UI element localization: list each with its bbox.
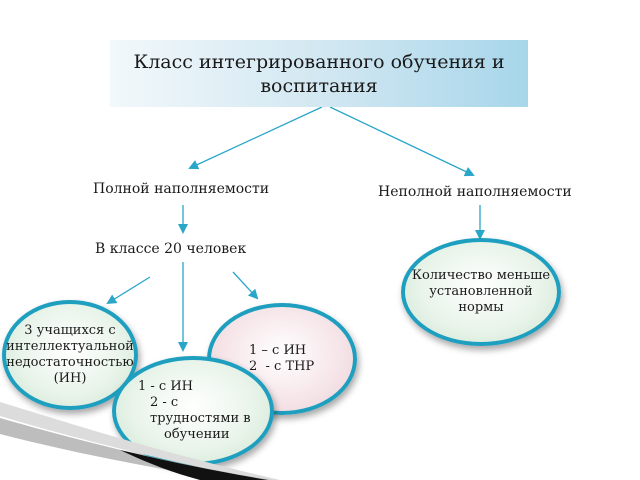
node-intellectual-line-3: недостаточностью (6, 355, 134, 370)
branch-label-partial: Неполной наполняемости (378, 184, 572, 200)
node-in-thr-line-1: 1 – с ИН (249, 343, 307, 358)
branch-label-full: Полной наполняемости (93, 181, 270, 197)
diagram-title: Класс интегрированного обучения и воспит… (133, 50, 505, 97)
node-intellectual-line-4: (ИН) (53, 371, 87, 386)
class-size-label: В классе 20 человек (95, 241, 247, 257)
node-fewer-than-norm: Количество меньше установленной нормы (401, 238, 561, 346)
connector-class-to-intellectual (106, 276, 151, 305)
node-fewer-line-3: нормы (458, 300, 504, 315)
diagram-title-box: Класс интегрированного обучения и воспит… (110, 40, 528, 107)
connector-to-partial (329, 106, 475, 177)
node-fewer-line-1: Количество меньше (411, 268, 551, 283)
node-in-learning-line-1: 1 - с ИН (138, 379, 194, 394)
node-fewer-line-2: установленной (429, 284, 533, 299)
connector-to-full (188, 106, 323, 170)
node-intellectual: 3 учащихся с интеллектуальной недостаточ… (2, 300, 138, 410)
node-intellectual-line-2: интеллектуальной (6, 339, 134, 354)
node-intellectual-line-1: 3 учащихся с (24, 323, 116, 338)
node-in-learning-line-2: 2 - с трудностями в (150, 395, 251, 426)
node-in-thr-line-2: 2 - с ТНР (249, 359, 315, 374)
node-in-learning-line-3: обучении (164, 427, 230, 442)
decorative-swoosh (0, 402, 280, 480)
connector-class-to-thr (232, 271, 259, 300)
